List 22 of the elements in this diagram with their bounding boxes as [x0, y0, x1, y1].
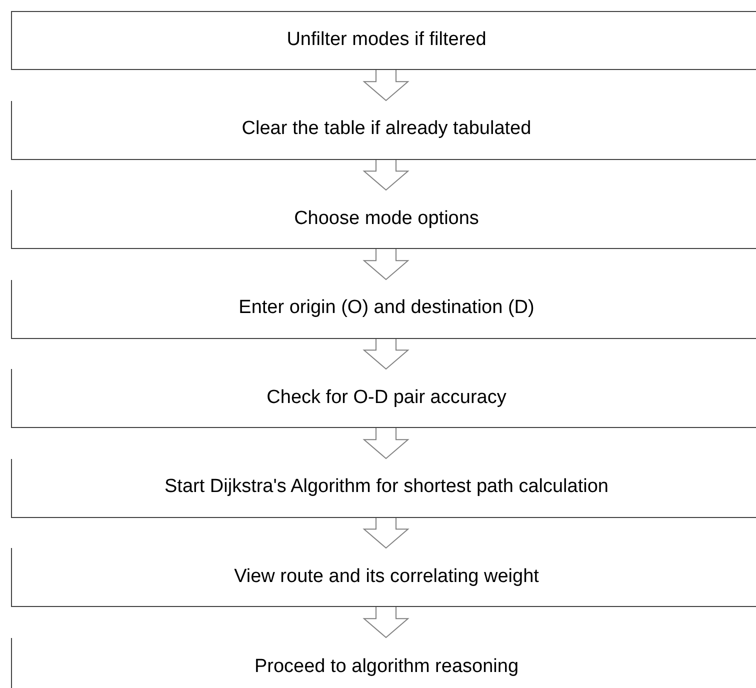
- hollow-arrow: [362, 606, 410, 638]
- hollow-arrow: [362, 428, 410, 460]
- step-text: Start Dijkstra's Algorithm for shortest path calculation: [164, 475, 608, 500]
- step-text: Clear the table if already tabulated: [242, 117, 532, 142]
- process-box: [11, 190, 756, 249]
- step-text: Choose mode options: [294, 206, 479, 231]
- step-text: Enter origin (O) and destination (D): [238, 296, 534, 320]
- step-text: Proceed to algorithm reasoning: [254, 654, 519, 679]
- process-box: [11, 369, 756, 428]
- step-text: Unfilter modes if filtered: [286, 28, 486, 52]
- process-box: [11, 280, 756, 338]
- step-text: View route and its correlating weight: [234, 564, 539, 589]
- step-text: Check for O-D pair accuracy: [266, 386, 506, 410]
- hollow-arrow: [362, 338, 410, 370]
- hollow-arrow: [362, 248, 410, 280]
- process-box: [11, 11, 756, 70]
- process-box: [11, 548, 756, 607]
- process-box: [11, 100, 756, 160]
- process-box: [11, 458, 756, 518]
- hollow-arrow: [362, 517, 410, 549]
- hollow-arrow: [362, 70, 410, 102]
- hollow-arrow: [362, 159, 410, 191]
